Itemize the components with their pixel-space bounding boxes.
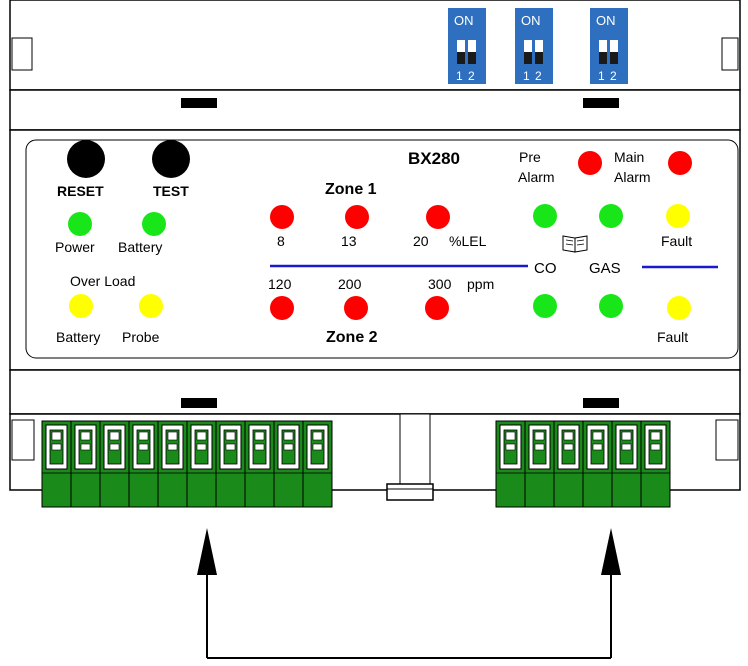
terminal-screw[interactable] [186, 420, 217, 508]
pre-alarm-led [578, 151, 602, 175]
pre-alarm-label-2: Alarm [518, 169, 555, 185]
battery-led [142, 212, 166, 236]
zone1-value-2: 13 [341, 233, 357, 249]
terminal-screw[interactable] [157, 420, 188, 508]
dip-switch-3[interactable]: ON 1 2 [590, 8, 628, 84]
zone1-value-3: 20 [413, 233, 429, 249]
main-alarm-led [668, 151, 692, 175]
co-led-zone1 [533, 204, 557, 228]
dip-pos2: 2 [535, 69, 542, 83]
zone1-unit: %LEL [449, 233, 487, 249]
din-clip [386, 483, 434, 501]
fault-led-zone1 [666, 204, 690, 228]
terminal-screw[interactable] [553, 420, 584, 508]
co-label: CO [534, 260, 557, 277]
zone2-label: Zone 2 [326, 329, 378, 346]
battery-label: Battery [118, 239, 162, 255]
terminal-screw[interactable] [244, 420, 275, 508]
gas-led-zone1 [599, 204, 623, 228]
book-icon [562, 235, 588, 253]
dip-on-label: ON [521, 13, 541, 28]
terminal-screw[interactable] [302, 420, 333, 508]
arrow-up-right [601, 528, 621, 575]
probe-label: Probe [122, 329, 160, 345]
probe-overload-led [139, 294, 163, 318]
top-latch-right [583, 98, 619, 108]
bottom-latch-left [181, 398, 217, 408]
overload-label: Over Load [70, 273, 135, 289]
top-housing [9, 0, 741, 131]
terminal-block-right[interactable] [495, 420, 671, 508]
terminal-screw[interactable] [273, 420, 304, 508]
dip-pos1: 1 [456, 69, 463, 83]
terminal-screw[interactable] [495, 420, 526, 508]
terminal-screw[interactable] [70, 420, 101, 508]
main-alarm-label-2: Alarm [614, 169, 651, 185]
fault-label-2: Fault [657, 329, 688, 345]
zone1-value-1: 8 [277, 233, 285, 249]
bottom-latch-right [583, 398, 619, 408]
test-label: TEST [153, 183, 189, 199]
zone1-led-2 [345, 205, 369, 229]
zone1-led-3 [426, 205, 450, 229]
dip-pos2: 2 [610, 69, 617, 83]
fault-label-1: Fault [661, 233, 692, 249]
co-led-zone2 [533, 294, 557, 318]
zone1-label: Zone 1 [325, 181, 377, 198]
arrow-up-left [197, 528, 217, 575]
dip-pos2: 2 [468, 69, 475, 83]
terminal-screw[interactable] [41, 420, 72, 508]
terminal-screw[interactable] [524, 420, 555, 508]
gas-label: GAS [589, 260, 621, 277]
dip-switch-1[interactable]: ON 1 2 [448, 8, 486, 84]
front-panel: RESET TEST BX280 Pre Alarm Main Alarm Zo… [25, 139, 739, 359]
dip-on-label: ON [596, 13, 616, 28]
dip-pos1: 1 [598, 69, 605, 83]
zone2-unit: ppm [467, 276, 494, 292]
gas-led-zone2 [599, 294, 623, 318]
dip-pos1: 1 [523, 69, 530, 83]
terminal-screw[interactable] [215, 420, 246, 508]
battery-overload-label: Battery [56, 329, 100, 345]
zone2-value-2: 200 [338, 276, 362, 292]
reset-label: RESET [57, 183, 104, 199]
main-alarm-label-1: Main [614, 149, 644, 165]
power-led [68, 212, 92, 236]
terminal-block-left[interactable] [41, 420, 333, 508]
dip-on-label: ON [454, 13, 474, 28]
terminal-screw[interactable] [611, 420, 642, 508]
battery-overload-led [69, 294, 93, 318]
zone2-led-2 [344, 296, 368, 320]
terminal-screw[interactable] [640, 420, 671, 508]
zone1-led-1 [270, 205, 294, 229]
model-label: BX280 [408, 149, 460, 168]
top-latch-left [181, 98, 217, 108]
power-label: Power [55, 239, 95, 255]
connection-arrows [197, 528, 621, 659]
terminal-screw[interactable] [582, 420, 613, 508]
zone2-led-1 [270, 296, 294, 320]
test-button[interactable] [152, 140, 190, 178]
pre-alarm-label-1: Pre [519, 149, 541, 165]
zone2-value-1: 120 [268, 276, 292, 292]
zone2-led-3 [425, 296, 449, 320]
terminal-screw[interactable] [99, 420, 130, 508]
terminal-screw[interactable] [128, 420, 159, 508]
fault-led-zone2 [667, 296, 691, 320]
dip-switch-2[interactable]: ON 1 2 [515, 8, 553, 84]
reset-button[interactable] [67, 140, 105, 178]
zone2-value-3: 300 [428, 276, 452, 292]
